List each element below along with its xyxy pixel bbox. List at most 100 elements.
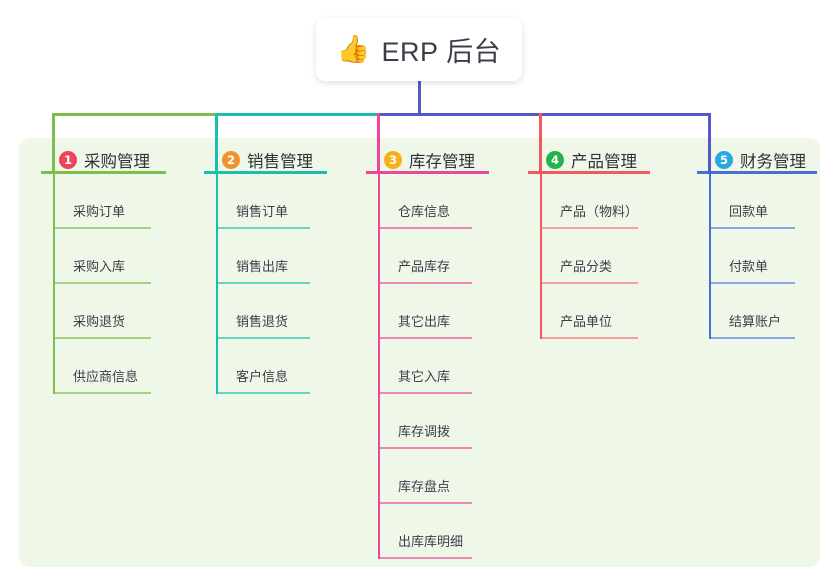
column-header-rule (528, 171, 650, 174)
list-item[interactable]: 产品单位 (528, 284, 668, 339)
child-list-1: 采购订单采购入库采购退货供应商信息 (41, 174, 184, 394)
bus-segment-1 (52, 113, 218, 116)
child-rule (218, 392, 310, 394)
column-spine (540, 174, 542, 339)
list-item[interactable]: 结算账户 (697, 284, 835, 339)
child-rule (55, 227, 151, 229)
child-label: 仓库信息 (398, 204, 451, 219)
column-spine (709, 174, 711, 339)
column-4: 4 产品管理产品（物料） 产品分类产品单位 (528, 145, 668, 339)
column-header-rule (204, 171, 327, 174)
list-item[interactable]: 出库库明细 (366, 504, 507, 559)
child-rule (542, 282, 638, 284)
list-item[interactable]: 库存调拨 (366, 394, 507, 449)
column-spine (216, 174, 218, 394)
column-header-5[interactable]: 5 财务管理 (697, 145, 835, 174)
list-item[interactable]: 回款单 (697, 174, 835, 229)
child-list-5: 回款单付款单结算账户 (697, 174, 835, 339)
column-2: 2 销售管理销售订单销售出库销售退货客户信息 (204, 145, 345, 394)
column-header-2[interactable]: 2 销售管理 (204, 145, 345, 174)
child-rule (218, 227, 310, 229)
child-label: 客户信息 (236, 369, 289, 384)
child-label: 其它出库 (398, 314, 451, 329)
column-header-4[interactable]: 4 产品管理 (528, 145, 668, 174)
child-list-3: 仓库信息产品库存其它出库其它入库库存调拨库存盘点出库库明细 (366, 174, 507, 559)
list-item[interactable]: 其它入库 (366, 339, 507, 394)
child-rule (711, 227, 795, 229)
child-list-4: 产品（物料） 产品分类产品单位 (528, 174, 668, 339)
child-rule (711, 337, 795, 339)
column-spine (378, 174, 380, 559)
child-rule (380, 557, 472, 559)
column-title: 财务管理 (740, 152, 806, 171)
column-header-rule (41, 171, 166, 174)
list-item[interactable]: 付款单 (697, 229, 835, 284)
number-badge-4: 4 (546, 150, 564, 169)
child-label: 产品分类 (560, 259, 613, 274)
child-rule (380, 392, 472, 394)
column-title: 采购管理 (84, 152, 150, 171)
child-rule (380, 447, 472, 449)
child-label: 出库库明细 (398, 534, 464, 549)
child-label: 其它入库 (398, 369, 451, 384)
list-item[interactable]: 仓库信息 (366, 174, 507, 229)
list-item[interactable]: 客户信息 (204, 339, 345, 394)
child-rule (55, 282, 151, 284)
list-item[interactable]: 销售出库 (204, 229, 345, 284)
root-title: ERP 后台 (381, 37, 502, 67)
number-badge-2: 2 (222, 150, 240, 169)
list-item[interactable]: 产品分类 (528, 229, 668, 284)
child-rule (55, 337, 151, 339)
child-rule (218, 282, 310, 284)
child-rule (542, 227, 638, 229)
column-spine (53, 174, 55, 394)
number-badge-5: 5 (715, 150, 733, 169)
child-rule (55, 392, 151, 394)
list-item[interactable]: 销售订单 (204, 174, 345, 229)
drop-3 (377, 113, 380, 174)
child-label: 结算账户 (729, 314, 782, 329)
list-item[interactable]: 产品（物料） (528, 174, 668, 229)
list-item[interactable]: 其它出库 (366, 284, 507, 339)
root-node[interactable]: 👍 ERP 后台 (316, 18, 522, 81)
child-label: 付款单 (729, 259, 769, 274)
child-label: 产品库存 (398, 259, 451, 274)
column-header-rule (697, 171, 817, 174)
list-item[interactable]: 采购入库 (41, 229, 184, 284)
column-title: 销售管理 (247, 152, 313, 171)
child-label: 产品（物料） (560, 204, 639, 219)
child-rule (711, 282, 795, 284)
list-item[interactable]: 产品库存 (366, 229, 507, 284)
child-rule (380, 282, 472, 284)
child-rule (380, 337, 472, 339)
child-label: 销售订单 (236, 204, 289, 219)
child-label: 销售出库 (236, 259, 289, 274)
column-title: 产品管理 (571, 152, 637, 171)
drop-4 (539, 113, 542, 174)
list-item[interactable]: 库存盘点 (366, 449, 507, 504)
child-rule (380, 227, 472, 229)
list-item[interactable]: 采购订单 (41, 174, 184, 229)
child-label: 库存盘点 (398, 479, 451, 494)
drop-2 (215, 113, 218, 174)
child-label: 供应商信息 (73, 369, 139, 384)
drop-1 (52, 113, 55, 174)
child-label: 销售退货 (236, 314, 289, 329)
child-label: 采购订单 (73, 204, 126, 219)
child-label: 回款单 (729, 204, 769, 219)
list-item[interactable]: 采购退货 (41, 284, 184, 339)
child-label: 产品单位 (560, 314, 613, 329)
list-item[interactable]: 销售退货 (204, 284, 345, 339)
child-label: 采购退货 (73, 314, 126, 329)
list-item[interactable]: 供应商信息 (41, 339, 184, 394)
column-5: 5 财务管理回款单付款单结算账户 (697, 145, 835, 339)
child-list-2: 销售订单销售出库销售退货客户信息 (204, 174, 345, 394)
column-title: 库存管理 (409, 152, 475, 171)
root-stem (418, 81, 421, 115)
child-rule (218, 337, 310, 339)
child-label: 库存调拨 (398, 424, 451, 439)
